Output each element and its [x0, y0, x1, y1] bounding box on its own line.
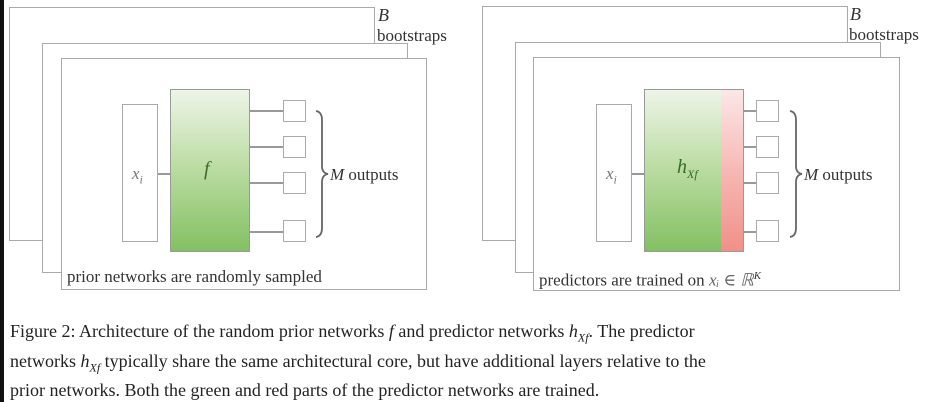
outputs-label: M outputs [804, 165, 873, 184]
output-node [283, 136, 306, 158]
output-connector [250, 231, 283, 233]
input-label: xi [606, 164, 617, 187]
input-label: xi [132, 164, 143, 187]
network-label: hXf [677, 156, 698, 181]
left-edge-bar [0, 0, 4, 402]
bootstraps-label: bootstraps [849, 25, 919, 44]
bootstraps-symbol: B [378, 5, 389, 25]
outputs-label: M outputs [330, 165, 399, 184]
output-connector [250, 146, 283, 148]
network-label: f [204, 158, 210, 180]
output-connector [744, 110, 757, 112]
output-node [756, 172, 779, 194]
output-node [756, 100, 779, 122]
input-connector [632, 173, 645, 175]
input-connector [158, 173, 171, 175]
output-node [283, 172, 306, 194]
bootstraps-label: bootstraps [377, 26, 447, 45]
output-connector [250, 182, 283, 184]
input-box: xi [596, 104, 632, 242]
outputs-brace [789, 110, 803, 238]
prior-network-panel: B bootstraps xi f M outputs prior networ… [0, 0, 469, 300]
caption-line-1: Figure 2: Architecture of the random pri… [10, 321, 695, 345]
output-connector [250, 110, 283, 112]
caption-line-2: networks hXf typically share the same ar… [10, 350, 706, 375]
figure-caption: Figure 2: Architecture of the random pri… [10, 320, 930, 402]
predictor-network-block: hXf [644, 89, 744, 252]
footer-label: predictors are trained on xᵢ ∈ ℝK [539, 270, 762, 290]
input-box: xi [122, 104, 158, 242]
outputs-brace [315, 110, 329, 238]
output-connector [744, 146, 757, 148]
caption-line-3: prior networks. Both the green and red p… [10, 380, 600, 401]
prior-network-block: f [170, 89, 250, 252]
output-connector [744, 231, 757, 233]
output-node [756, 136, 779, 158]
output-node [283, 100, 306, 122]
predictor-extra-layers [721, 90, 743, 251]
footer-label: prior networks are randomly sampled [67, 267, 322, 286]
output-node [283, 220, 306, 242]
output-connector [744, 182, 757, 184]
bootstraps-symbol: B [850, 4, 861, 24]
output-node [756, 220, 779, 242]
predictor-network-panel: B bootstraps xi hXf M outputs predictors… [470, 0, 938, 300]
